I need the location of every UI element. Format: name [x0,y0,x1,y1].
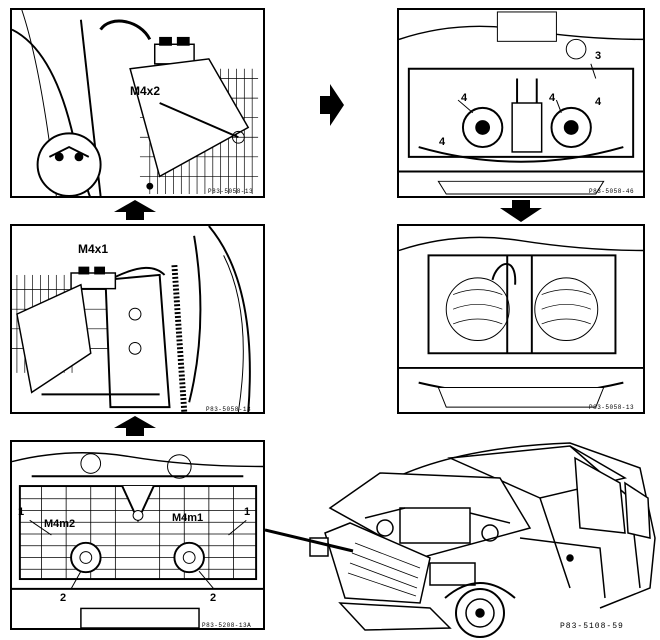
motor-label-m4m2: M4m2 [44,518,76,530]
engine-illustration-top-right [399,11,643,195]
panel-code-top-right: P83-5058-46 [589,188,635,195]
panel-code-top-left: P83-5058-13 [208,188,254,195]
arrow-up-icon [114,200,156,220]
callout-4-c: 4 [595,96,602,108]
callout-1-right: 1 [244,506,251,518]
arrow-up-icon [114,416,156,436]
connector-label-m4x1: M4x1 [78,242,109,256]
arrow-right-icon [320,84,344,126]
engine-illustration-mid-right [399,236,643,408]
car-diagram-code: P83-5108-59 [560,622,624,631]
callout-2-right: 2 [210,592,217,604]
connector-label-m4x2: M4x2 [130,84,161,98]
car-overview-illustration [309,442,656,638]
callout-3: 3 [595,50,602,62]
panel-mid-left: M4x1 P83-5058-13 [10,224,265,414]
engine-illustration-mid-left [12,226,251,412]
engine-illustration-bottom-left [12,452,263,628]
callout-4-b: 4 [549,92,556,104]
panel-mid-right: P83-5058-13 [397,224,645,414]
engine-illustration-top-left [12,10,259,196]
callout-4-a: 4 [461,92,468,104]
arrow-down-icon [500,200,542,222]
callout-2-left: 2 [60,592,67,604]
panel-bottom-left: 1 M4m2 M4m1 1 2 2 P83-5208-13A [10,440,265,630]
panel-code-bottom-left: P83-5208-13A [202,622,252,629]
motor-label-m4m1: M4m1 [172,512,204,524]
callout-1-left: 1 [18,506,25,518]
leader-line-icon [265,528,354,553]
panel-top-left: M4x2 P83-5058-13 [10,8,265,198]
panel-top-right: 3 4 4 4 4 P83-5058-46 [397,8,645,198]
panel-code-mid-left: P83-5058-13 [206,406,252,413]
panel-code-mid-right: P83-5058-13 [589,404,635,411]
callout-4-d: 4 [439,136,446,148]
